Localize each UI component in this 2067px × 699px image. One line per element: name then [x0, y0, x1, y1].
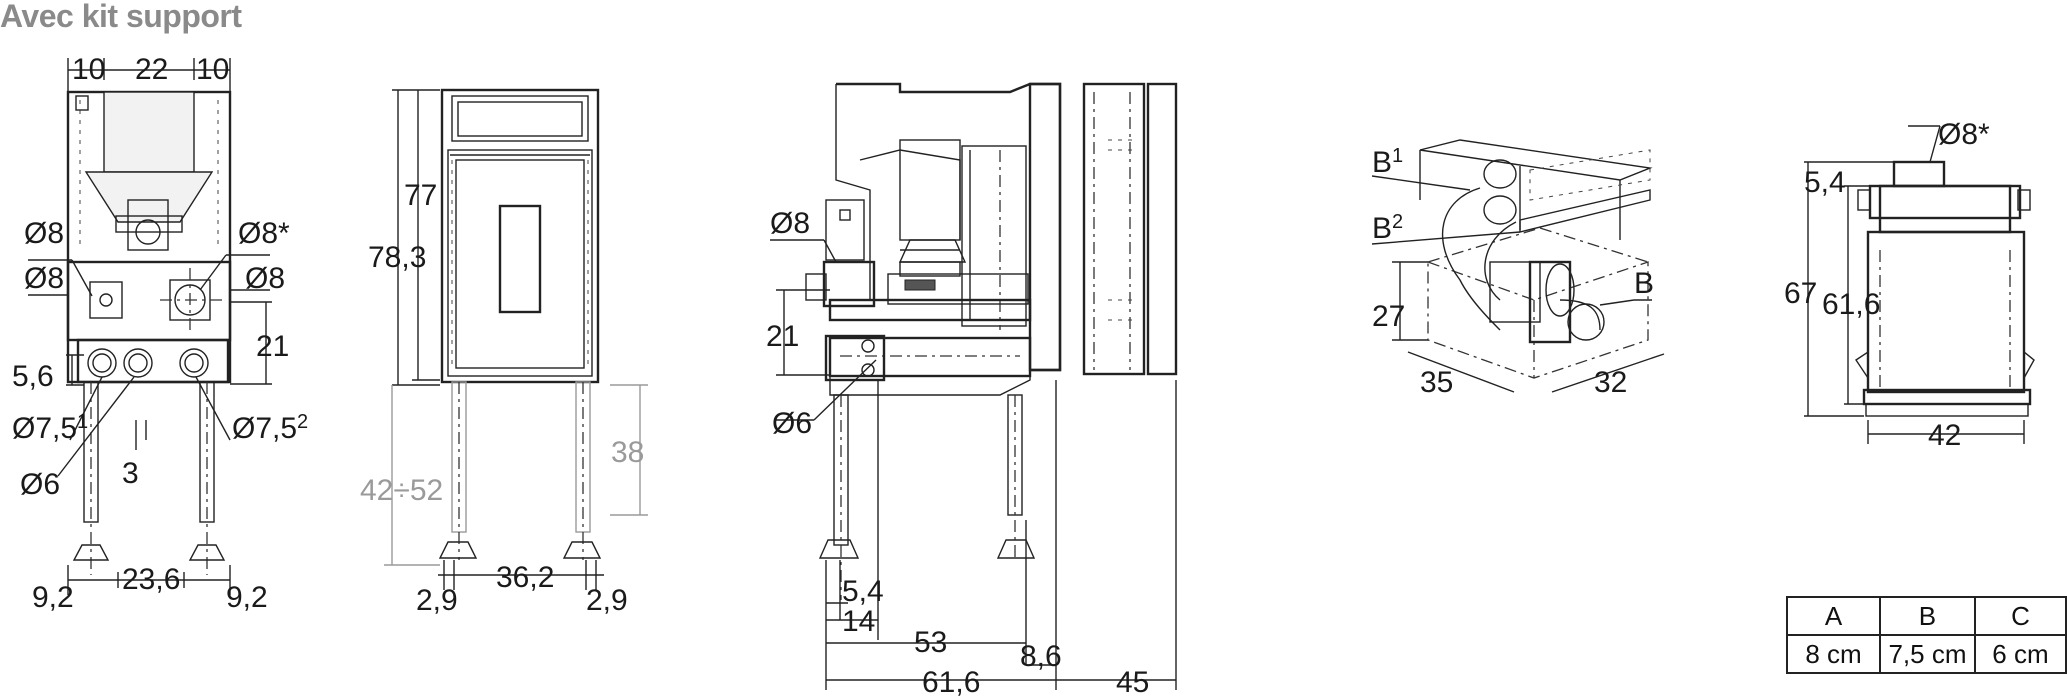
dim-5-4-side: 5,4 [842, 575, 884, 608]
dim-23-6: 23,6 [122, 563, 180, 596]
dim-42-rear: 42 [1928, 419, 1961, 452]
dim-61-6-rear: 61,6 [1822, 288, 1880, 321]
dim-2-9b: 2,9 [586, 584, 628, 617]
door-view [384, 88, 648, 590]
front-view [28, 58, 272, 595]
dim-10b: 10 [196, 53, 229, 86]
dim-14: 14 [842, 605, 875, 638]
dim-9-2a: 9,2 [32, 581, 74, 614]
table-header-c: C [1973, 596, 2067, 636]
dim-9-2b: 9,2 [226, 581, 268, 614]
table-value-a: 8 cm [1786, 634, 1881, 674]
side-view [770, 82, 1178, 690]
table-header-row: A B C [1786, 596, 2067, 636]
dim-d8-left-2: Ø8 [24, 262, 64, 295]
dim-d7-5-2: Ø7,52 [232, 411, 308, 445]
table-value-b: 7,5 cm [1878, 634, 1976, 674]
table-header-a: A [1786, 596, 1881, 636]
dim-d6-front: Ø6 [20, 468, 60, 501]
dim-5-6: 5,6 [12, 360, 54, 393]
dim-38: 38 [611, 436, 644, 469]
dim-36-2: 36,2 [496, 561, 554, 594]
table-row: 8 cm 7,5 cm 6 cm [1786, 634, 2067, 674]
rear-view [1804, 125, 2035, 444]
page-heading: Avec kit support [0, 0, 242, 34]
label-b1: B1 [1372, 145, 1403, 179]
dim-22: 22 [135, 53, 168, 86]
isometric-view [1371, 139, 1665, 393]
dim-21-front: 21 [256, 330, 289, 363]
dim-45: 45 [1116, 666, 1149, 699]
dim-77: 77 [404, 179, 437, 212]
dim-2-9a: 2,9 [416, 584, 458, 617]
dim-5-4-rear: 5,4 [1804, 166, 1846, 199]
dim-d6-side: Ø6 [772, 407, 812, 440]
table-header-b: B [1878, 596, 1976, 636]
diameter-table: A B C 8 cm 7,5 cm 6 cm [1786, 596, 2067, 674]
dim-35: 35 [1420, 366, 1453, 399]
dim-10a: 10 [72, 53, 105, 86]
dim-27: 27 [1372, 300, 1405, 333]
table-value-c: 6 cm [1973, 634, 2067, 674]
dim-d8-side: Ø8 [770, 207, 810, 240]
dim-d8-left-1: Ø8 [24, 217, 64, 250]
dim-d8-star-rear: Ø8* [1938, 118, 1990, 151]
dim-d7-5-1: Ø7,51 [12, 411, 88, 445]
dim-42-52: 42÷52 [360, 474, 443, 507]
dim-32: 32 [1594, 366, 1627, 399]
dim-53: 53 [914, 626, 947, 659]
dim-21-side: 21 [766, 320, 799, 353]
dim-78-3: 78,3 [368, 241, 426, 274]
label-b: B [1634, 267, 1654, 300]
label-b2: B2 [1372, 211, 1403, 245]
dim-3: 3 [122, 457, 139, 490]
dim-d8-right: Ø8 [245, 262, 285, 295]
dim-8-6: 8,6 [1020, 640, 1062, 673]
dim-61-6-side: 61,6 [922, 666, 980, 699]
dim-67: 67 [1784, 277, 1817, 310]
dim-d8-right-star: Ø8* [238, 217, 290, 250]
